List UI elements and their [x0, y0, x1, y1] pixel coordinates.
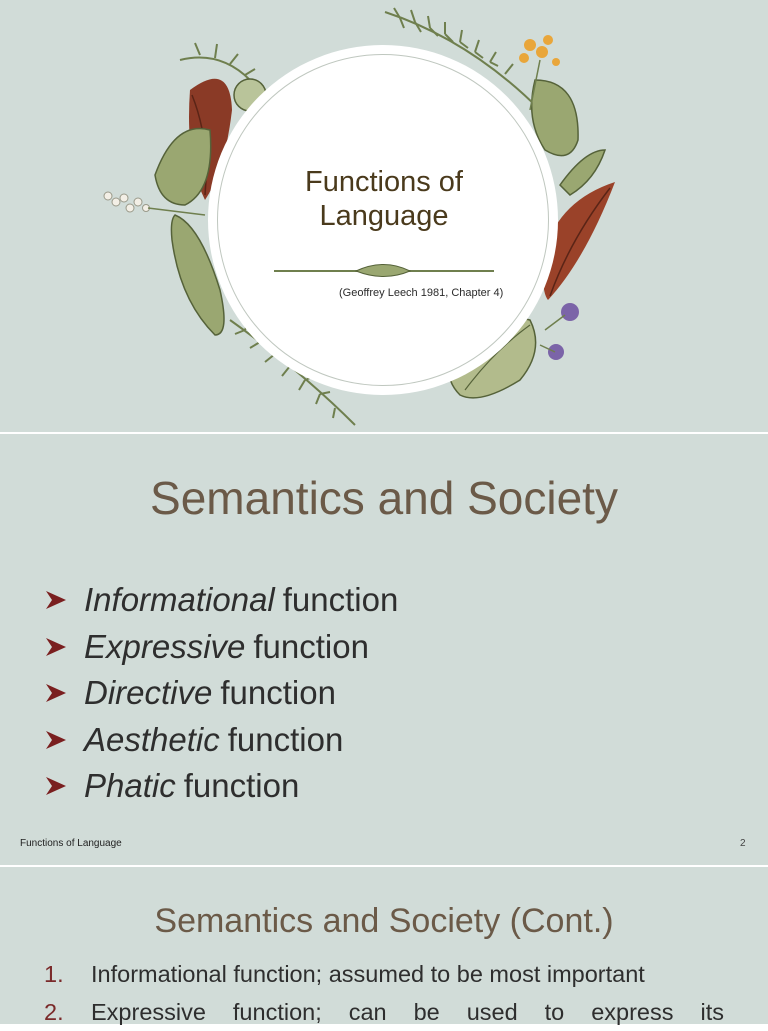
item-word: can [348, 999, 387, 1025]
function-name: Aesthetic [84, 720, 220, 758]
function-name: Expressive [84, 627, 246, 665]
list-item: 1. Informational function; assumed to be… [44, 955, 724, 993]
title-slide: Functions of Language (Geoffrey Leech 19… [0, 0, 768, 432]
item-word: express [591, 999, 674, 1025]
item-text: Informational function; assumed to be mo… [91, 961, 645, 987]
title-circle-ring [217, 54, 549, 386]
function-name: Informational [84, 581, 275, 619]
title-line-2: Language [319, 200, 449, 232]
slide-heading: Semantics and Society [150, 472, 618, 524]
item-word: used [466, 999, 518, 1025]
function-name: Phatic [84, 767, 176, 805]
function-suffix: function [253, 627, 369, 665]
arrow-bullet-icon [46, 777, 66, 796]
arrow-bullet-icon [46, 684, 66, 703]
item-word: its [700, 999, 724, 1025]
leaf-divider-ornament [274, 264, 494, 277]
slide-footer-title: Functions of Language [20, 838, 122, 849]
function-suffix: function [183, 767, 300, 805]
slide-page-number: 2 [740, 838, 746, 849]
list-item: Expressive function [44, 624, 398, 671]
list-item: 2. Expressive function; can be used to e… [44, 993, 724, 1031]
item-number: 1. [44, 961, 64, 987]
arrow-bullet-icon [46, 591, 66, 610]
list-item: Phatic function [44, 763, 398, 810]
item-word: to [544, 999, 565, 1025]
content-slide [0, 434, 768, 865]
item-number: 2. [44, 999, 64, 1025]
list-item: Informational function [44, 577, 398, 624]
arrow-bullet-icon [46, 730, 66, 749]
subtitle-citation: (Geoffrey Leech 1981, Chapter 4) [339, 287, 504, 299]
function-name: Directive [84, 674, 213, 712]
function-suffix: function [282, 581, 399, 619]
title-line-1: Functions of [305, 166, 463, 198]
item-word: function; [232, 999, 322, 1025]
item-word: be [413, 999, 440, 1025]
content-slide-continued [0, 867, 768, 1024]
function-suffix: function [227, 720, 344, 758]
arrow-bullet-icon [46, 637, 66, 656]
numbered-list: 1. Informational function; assumed to be… [44, 955, 724, 1031]
list-item: Aesthetic function [44, 717, 398, 764]
item-text: Expressive function; can be used to expr… [91, 993, 724, 1031]
function-suffix: function [220, 674, 336, 712]
list-item: Directive function [44, 670, 398, 717]
item-word: Expressive [91, 999, 206, 1025]
function-list: Informational function Expressive functi… [44, 577, 398, 810]
slide-heading: Semantics and Society (Cont.) [154, 902, 614, 940]
